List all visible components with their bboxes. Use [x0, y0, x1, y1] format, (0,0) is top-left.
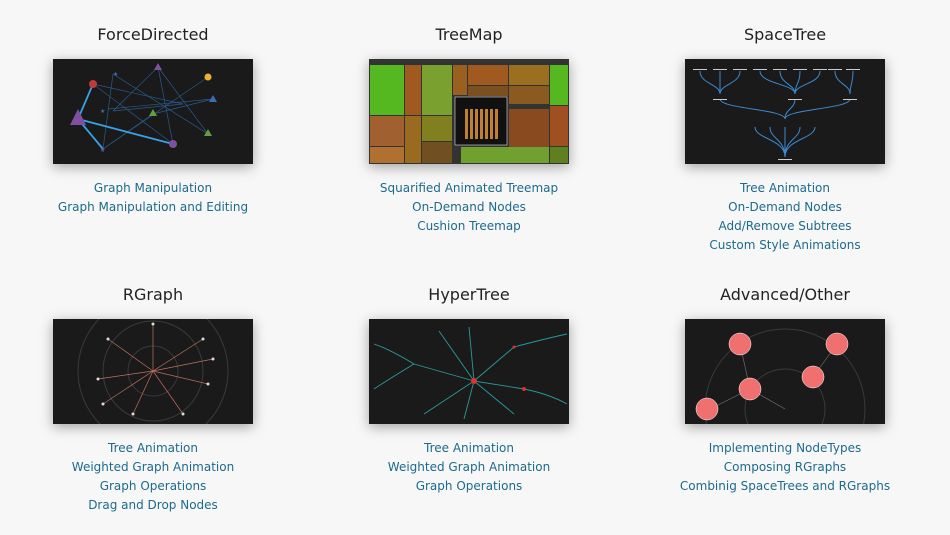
- demo-title: SpaceTree: [743, 25, 827, 44]
- link-combining-spacetrees-rgraphs[interactable]: Combinig SpaceTrees and RGraphs: [679, 479, 891, 493]
- link-tree-animation[interactable]: Tree Animation: [740, 181, 830, 195]
- hypertree-links: Tree Animation Weighted Graph Animation …: [319, 439, 619, 496]
- link-weighted-graph-animation[interactable]: Weighted Graph Animation: [387, 460, 551, 474]
- link-on-demand-nodes[interactable]: On-Demand Nodes: [412, 200, 526, 214]
- link-weighted-graph-animation[interactable]: Weighted Graph Animation: [71, 460, 235, 474]
- advanced-thumbnail[interactable]: [685, 319, 885, 424]
- link-graph-manipulation-editing[interactable]: Graph Manipulation and Editing: [57, 200, 249, 214]
- demo-rgraph: RGraph Tree Animation Weighted Graph Ani…: [3, 284, 303, 515]
- link-on-demand-nodes[interactable]: On-Demand Nodes: [728, 200, 842, 214]
- link-implementing-nodetypes[interactable]: Implementing NodeTypes: [708, 441, 862, 455]
- demo-title: RGraph: [122, 285, 184, 304]
- link-cushion-treemap[interactable]: Cushion Treemap: [417, 219, 521, 233]
- hypertree-image: [373, 326, 568, 420]
- demo-treemap: TreeMap Squarified Animated Treemap On-D…: [319, 24, 619, 236]
- link-add-remove-subtrees[interactable]: Add/Remove Subtrees: [718, 219, 852, 233]
- demo-title: Advanced/Other: [720, 285, 850, 304]
- link-squarified-treemap[interactable]: Squarified Animated Treemap: [379, 181, 559, 195]
- link-drag-drop-nodes[interactable]: Drag and Drop Nodes: [88, 498, 218, 512]
- treemap-thumbnail[interactable]: [369, 59, 569, 164]
- rgraph-thumbnail[interactable]: [53, 319, 253, 424]
- link-graph-operations[interactable]: Graph Operations: [99, 479, 207, 493]
- spacetree-links: Tree Animation On-Demand Nodes Add/Remov…: [635, 179, 935, 255]
- treemap-links: Squarified Animated Treemap On-Demand No…: [319, 179, 619, 236]
- demo-spacetree: SpaceTree Tree Animation On-Demand Nodes…: [635, 24, 935, 255]
- rgraph-image: [77, 319, 229, 424]
- svg-text:★: ★: [113, 71, 118, 78]
- spacetree-image: [693, 69, 860, 160]
- link-graph-operations[interactable]: Graph Operations: [415, 479, 523, 493]
- demo-forcedirected: ForceDirected ★ ★ ★ Graph Manipulation Gra…: [3, 24, 303, 217]
- demo-title: HyperTree: [428, 285, 510, 304]
- treemap-image: [369, 59, 569, 164]
- svg-text:★: ★: [100, 108, 105, 115]
- demo-hypertree: HyperTree Tree Animation Weighted Graph …: [319, 284, 619, 496]
- link-custom-style-animations[interactable]: Custom Style Animations: [709, 238, 861, 252]
- rgraph-links: Tree Animation Weighted Graph Animation …: [3, 439, 303, 515]
- link-composing-rgraphs[interactable]: Composing RGraphs: [723, 460, 847, 474]
- force-graph-image: ★ ★ ★: [70, 63, 217, 154]
- forcedirected-links: Graph Manipulation Graph Manipulation an…: [3, 179, 303, 217]
- demo-title: ForceDirected: [97, 25, 209, 44]
- link-graph-manipulation[interactable]: Graph Manipulation: [93, 181, 213, 195]
- demo-title: TreeMap: [435, 25, 503, 44]
- svg-text:★: ★: [100, 147, 105, 154]
- link-tree-animation[interactable]: Tree Animation: [424, 441, 514, 455]
- advanced-image: [695, 328, 866, 424]
- advanced-links: Implementing NodeTypes Composing RGraphs…: [635, 439, 935, 496]
- demo-advanced: Advanced/Other Implementing NodeTypes Co…: [635, 284, 935, 496]
- spacetree-thumbnail[interactable]: [685, 59, 885, 164]
- link-tree-animation[interactable]: Tree Animation: [108, 441, 198, 455]
- hypertree-thumbnail[interactable]: [369, 319, 569, 424]
- forcedirected-thumbnail[interactable]: ★ ★ ★: [53, 59, 253, 164]
